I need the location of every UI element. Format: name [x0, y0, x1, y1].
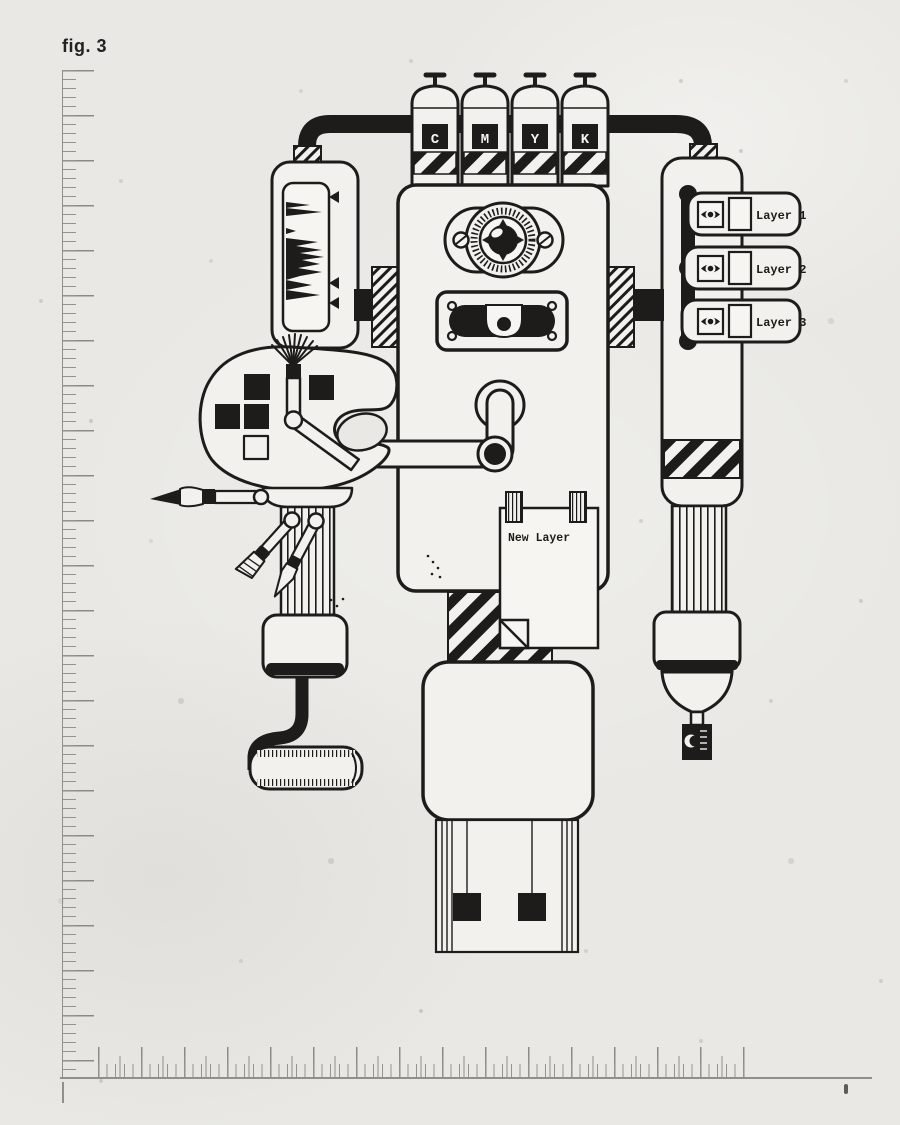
layer-label: Layer 2	[756, 263, 806, 277]
usb-contact	[453, 893, 481, 921]
ink-tank-m: M	[460, 72, 510, 188]
ink-tanks: C M Y	[410, 72, 610, 188]
horizontal-ruler-line	[60, 1077, 872, 1079]
robot-body	[396, 183, 610, 593]
ink-smudge	[844, 1084, 848, 1094]
histogram-slider-bottom	[329, 297, 339, 309]
eraser-roller	[248, 745, 364, 791]
tank-label-c: C	[431, 132, 440, 148]
layer-label: Layer 1	[756, 209, 806, 223]
shoulder-couplings	[354, 266, 664, 348]
round-brush	[150, 486, 270, 508]
note-clip	[569, 491, 587, 523]
arm-joint	[283, 511, 301, 529]
layer-label: Layer 3	[756, 316, 806, 330]
eye-icon	[696, 307, 725, 336]
ink-tank-y: Y	[510, 72, 560, 188]
layer-thumbnail	[727, 196, 753, 232]
paint-swatch	[215, 404, 240, 429]
tank-label-y: Y	[531, 132, 540, 148]
usb-housing	[421, 660, 595, 822]
screw-icon	[546, 330, 558, 342]
screw-icon	[546, 300, 558, 312]
folded-corner-icon	[498, 618, 530, 650]
new-layer-note: New Layer	[498, 491, 600, 650]
usb-contact	[518, 893, 546, 921]
eye-icon	[696, 254, 725, 283]
hazard-stripes	[563, 151, 607, 175]
fan-brush-icon	[271, 333, 318, 367]
paint-swatch	[309, 375, 334, 400]
usb-connector	[434, 818, 580, 954]
usb-plug	[421, 660, 595, 954]
paint-swatch-empty	[242, 434, 270, 461]
ink-tank-k: K	[560, 72, 610, 188]
layers-panel: Layer 1 Layer 2	[679, 185, 806, 350]
ink-tank-c: C	[410, 72, 460, 188]
pen-knife	[273, 512, 345, 615]
histogram-icon	[286, 202, 324, 320]
histogram-slider-mid	[329, 277, 339, 289]
histogram-slider-top	[329, 191, 339, 203]
horizontal-ruler-ticks	[98, 1047, 746, 1077]
layer-row: Layer 1	[686, 191, 806, 237]
hazard-stripes	[463, 151, 507, 175]
screw-icon	[446, 330, 458, 342]
arm-joint	[252, 488, 270, 506]
tool-arm	[150, 486, 364, 791]
histogram-panel	[270, 160, 360, 350]
screw-icon	[452, 231, 470, 249]
tank-label-k: K	[581, 132, 590, 148]
arm-joint	[307, 512, 325, 530]
hazard-stripes	[513, 151, 557, 175]
slider-switch	[435, 290, 569, 352]
layer-row: Layer 3	[680, 298, 806, 344]
layer-thumbnail	[727, 303, 753, 339]
thumb-hole	[336, 412, 388, 452]
note-clip	[505, 491, 523, 523]
paint-swatch	[244, 404, 269, 429]
tank-label-m: M	[481, 132, 489, 148]
stipple-detail	[426, 554, 442, 579]
palette-arm	[198, 333, 399, 492]
eye-icon	[696, 200, 725, 229]
hazard-stripes	[413, 151, 457, 175]
flat-brush	[234, 511, 301, 580]
hazard-stripes	[663, 439, 741, 479]
nib-dome	[660, 670, 734, 714]
ruler-corner-mark	[62, 1082, 64, 1103]
paint-swatch	[244, 374, 270, 400]
aperture-dial	[443, 201, 565, 279]
dial-tick-ring	[470, 207, 536, 273]
nib-cartridge	[682, 724, 712, 760]
layer-thumbnail	[727, 250, 753, 286]
screw-icon	[446, 300, 458, 312]
arm-bellows	[670, 504, 728, 616]
figure-label: fig. 3	[62, 36, 108, 56]
layer-row: Layer 2	[682, 245, 806, 291]
note-label: New Layer	[508, 532, 570, 545]
screw-icon	[536, 231, 554, 249]
vertical-ruler	[62, 70, 95, 1078]
arm-joint	[283, 410, 304, 430]
